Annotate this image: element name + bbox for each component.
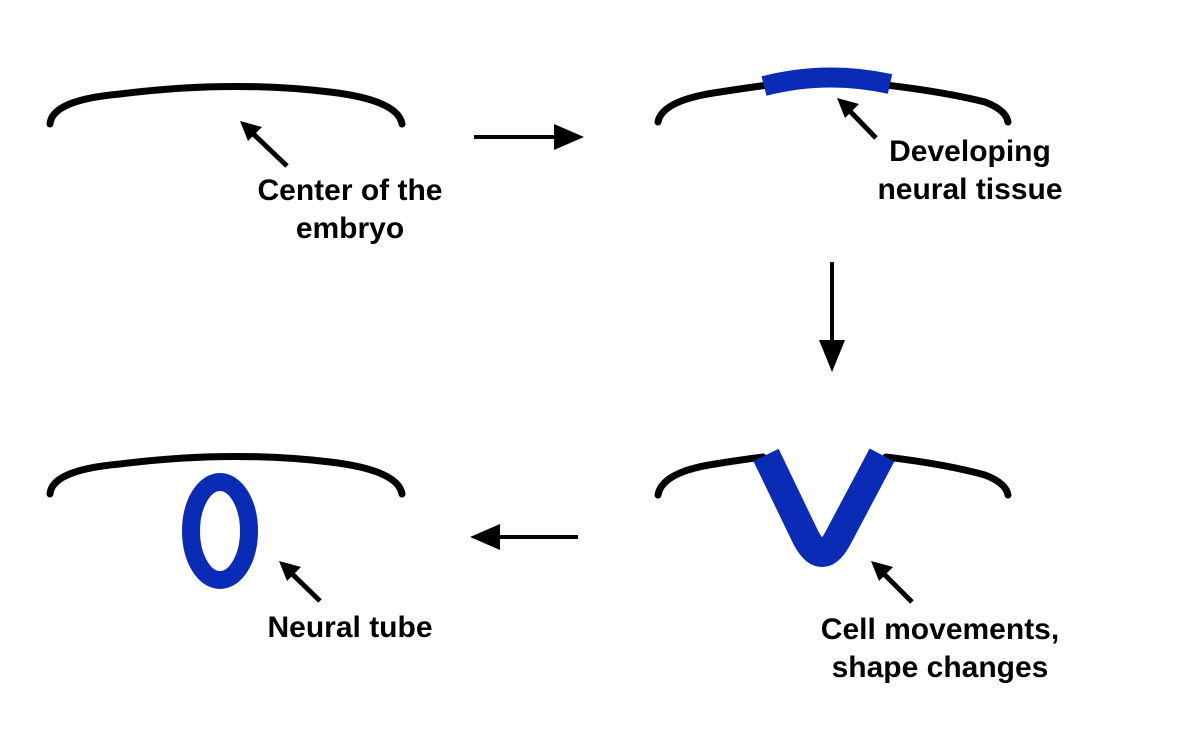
pointer-arrowhead-neural-tissue (837, 98, 859, 118)
embryo-surface-stage-2-right (882, 81, 1012, 126)
embryo-surface-stage-3-left (654, 453, 767, 499)
label-center-of-embryo-line-2: embryo (295, 212, 405, 245)
label-cell-movements-line-1: Cell movements, (820, 613, 1060, 646)
label-neural-tube: Neural tube (240, 609, 460, 647)
pointer-arrowhead-neural-tube (279, 561, 301, 581)
label-center-of-embryo-line-1: Center of the (257, 174, 443, 207)
transition-arrowhead-right (554, 124, 584, 150)
label-developing-neural-tissue-line-2: neural tissue (877, 173, 1063, 206)
label-developing-neural-tissue: Developing neural tissue (848, 133, 1092, 209)
neural-groove (753, 448, 895, 567)
neural-plate (761, 67, 893, 96)
label-developing-neural-tissue-line-1: Developing (889, 135, 1051, 168)
embryo-surface-stage-3-right (882, 453, 1012, 499)
embryo-surface-stage-2-left (654, 81, 772, 126)
embryo-surface-stage-1 (46, 82, 406, 128)
label-neural-tube-line-1: Neural tube (267, 611, 433, 644)
label-cell-movements: Cell movements, shape changes (800, 611, 1080, 687)
embryo-surface-stage-4 (46, 452, 406, 498)
transition-arrowhead-down (819, 340, 845, 372)
transition-arrowhead-left (470, 524, 500, 550)
label-cell-movements-line-2: shape changes (831, 651, 1049, 684)
label-center-of-embryo: Center of the embryo (228, 172, 472, 248)
pointer-arrowhead-center (240, 121, 262, 141)
pointer-arrowhead-cell-movements (871, 561, 893, 581)
neural-tube-ring (182, 473, 258, 589)
